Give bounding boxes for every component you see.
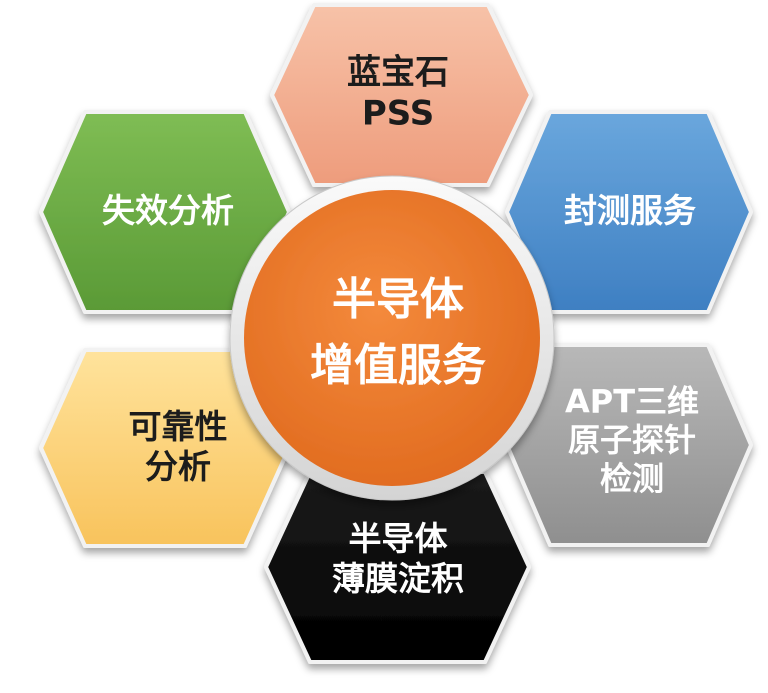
label-line: 半导体 [349, 519, 448, 558]
label-line: 检测 [600, 459, 664, 497]
hexagon-packaging-test-label: 封测服务 [564, 191, 696, 230]
center-circle: 半导体增值服务 [229, 175, 555, 501]
label-line: 封测服务 [564, 191, 696, 230]
label-line: 薄膜淀积 [332, 558, 464, 597]
hexagon-thin-film-label: 半导体薄膜淀积 [332, 519, 464, 598]
label-line: APT三维 [565, 383, 699, 421]
label-line: PSS [362, 93, 434, 133]
hexagon-reliability: 可靠性分析 [39, 348, 291, 548]
label-line: 分析 [145, 446, 211, 485]
label-line: 半导体 [332, 274, 464, 325]
label-line: 原子探针 [568, 421, 696, 459]
hexagon-failure-analysis-label: 失效分析 [102, 191, 234, 230]
hexagon-reliability-label: 可靠性分析 [129, 407, 228, 486]
center-label: 半导体增值服务 [310, 274, 486, 391]
hexagon-apt-3d-label: APT三维原子探针检测 [565, 383, 699, 498]
label-line: 蓝宝石 [347, 52, 449, 92]
hexagon-failure-analysis: 失效分析 [39, 110, 291, 314]
label-line: 失效分析 [102, 191, 234, 230]
label-line: 增值服务 [310, 340, 486, 391]
label-line: 可靠性 [129, 407, 228, 446]
hexagon-thin-film: 半导体薄膜淀积 [264, 470, 531, 664]
